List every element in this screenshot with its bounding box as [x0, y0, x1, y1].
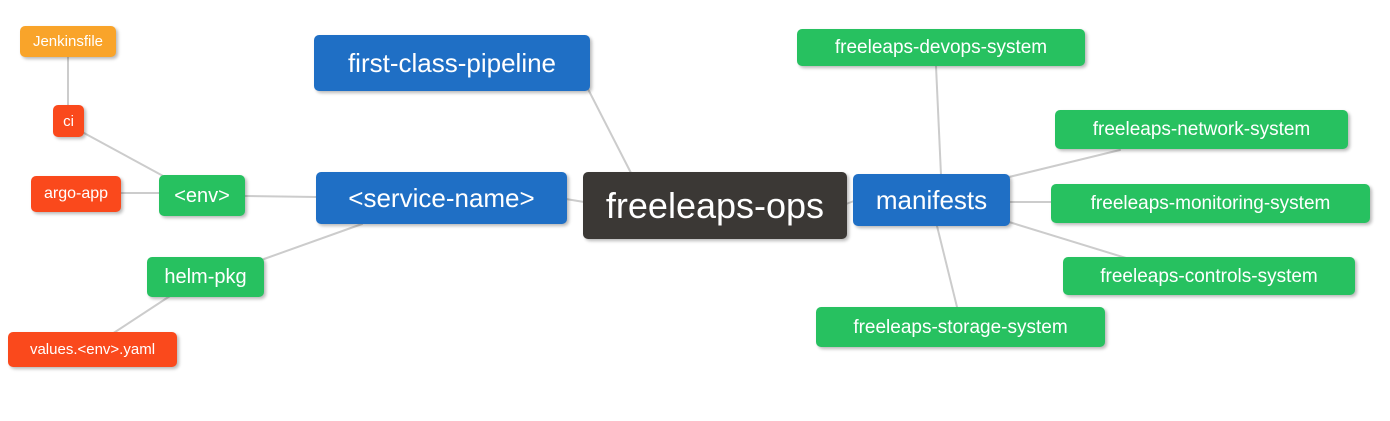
node-first-class-pipeline[interactable]: first-class-pipeline	[314, 35, 590, 91]
edge-helm-pkg--values-env-yaml	[111, 295, 171, 335]
node-freeleaps-devops-system[interactable]: freeleaps-devops-system	[797, 29, 1085, 66]
node-helm-pkg[interactable]: helm-pkg	[147, 257, 264, 297]
node-label: <env>	[174, 184, 230, 207]
node-manifests[interactable]: manifests	[853, 174, 1010, 226]
node-ci[interactable]: ci	[53, 105, 84, 137]
node-freeleaps-network-system[interactable]: freeleaps-network-system	[1055, 110, 1348, 149]
edge-env--service-name	[244, 195, 318, 198]
node-label: freeleaps-controls-system	[1100, 265, 1318, 287]
node-freeleaps-storage-system[interactable]: freeleaps-storage-system	[816, 307, 1105, 347]
node-label: first-class-pipeline	[347, 48, 557, 78]
edge-service-name--helm-pkg	[263, 223, 363, 260]
node-freeleaps-ops[interactable]: freeleaps-ops	[583, 172, 847, 239]
node-env[interactable]: <env>	[159, 175, 245, 216]
edge-ci--env	[83, 132, 166, 178]
edge-service-name--freeleaps-ops	[565, 198, 585, 203]
node-freeleaps-controls-system[interactable]: freeleaps-controls-system	[1063, 257, 1355, 295]
edge-manifests--freeleaps-network-system	[1008, 149, 1121, 178]
edge-freeleaps-ops--manifests	[845, 200, 855, 205]
node-freeleaps-monitoring-system[interactable]: freeleaps-monitoring-system	[1051, 184, 1370, 223]
node-label: argo-app	[43, 185, 109, 202]
edge-first-class-pipeline--freeleaps-ops	[587, 88, 632, 174]
edge-manifests--freeleaps-controls-system	[1008, 221, 1127, 259]
node-jenkinsfile[interactable]: Jenkinsfile	[20, 26, 116, 57]
edge-manifests--freeleaps-devops-system	[935, 65, 942, 176]
node-label: freeleaps-devops-system	[834, 37, 1048, 58]
node-service-name[interactable]: <service-name>	[316, 172, 567, 224]
node-label: manifests	[875, 185, 988, 215]
node-label: helm-pkg	[164, 266, 247, 288]
node-argo-app[interactable]: argo-app	[31, 176, 121, 212]
node-label: freeleaps-monitoring-system	[1090, 193, 1331, 214]
node-label: freeleaps-ops	[605, 184, 825, 226]
edge-manifests--freeleaps-storage-system	[936, 225, 958, 308]
node-label: freeleaps-network-system	[1092, 119, 1311, 140]
node-label: Jenkinsfile	[32, 33, 104, 50]
node-label: ci	[63, 112, 74, 130]
node-label: values.<env>.yaml	[29, 341, 156, 358]
node-label: freeleaps-storage-system	[853, 316, 1068, 338]
node-values-env-yaml[interactable]: values.<env>.yaml	[8, 332, 177, 367]
node-label: <service-name>	[348, 183, 535, 213]
